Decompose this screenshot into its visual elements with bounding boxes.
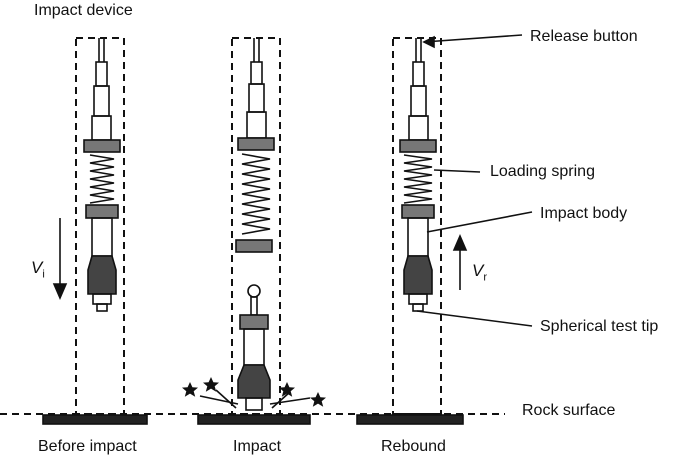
vi-arrow-head: [52, 283, 68, 301]
before-impact-label: Before impact: [38, 438, 137, 455]
impact-label: Impact: [233, 438, 282, 455]
vi-label: Vi: [31, 259, 45, 280]
leader-impact-body: [426, 211, 533, 233]
leader-spherical-tip: [416, 310, 533, 327]
spherical-test-tip-label: Spherical test tip: [540, 318, 659, 335]
rock-block-rebound: [356, 414, 464, 425]
star-1: [182, 382, 198, 397]
spark-stars: [182, 377, 326, 407]
housing-impact: [231, 37, 281, 415]
star-3: [279, 382, 295, 397]
leader-release-button: [423, 34, 523, 43]
housing-rebound: [392, 37, 442, 415]
device-impact: [199, 38, 311, 411]
star-4: [310, 392, 326, 407]
device-before: [83, 38, 121, 312]
vr-label: Vr: [472, 262, 487, 283]
loading-spring-label: Loading spring: [490, 163, 595, 180]
release-button-label: Release button: [530, 28, 638, 45]
rebound-label: Rebound: [381, 438, 446, 455]
housing-before: [75, 37, 125, 415]
vr-subscript: r: [483, 271, 488, 284]
leader-release-button-head: [422, 35, 435, 49]
impact-device-label: Impact device: [34, 2, 133, 19]
impact-body-label: Impact body: [540, 205, 628, 222]
rock-block-before: [42, 414, 148, 425]
vi-symbol: V: [31, 258, 43, 277]
vr-arrow-head: [452, 233, 468, 251]
rock-surface-label: Rock surface: [522, 402, 616, 419]
vi-subscript: i: [42, 268, 45, 281]
rock-block-impact: [197, 414, 311, 425]
vr-symbol: V: [472, 261, 484, 280]
star-2: [203, 377, 219, 392]
device-rebound: [399, 38, 437, 312]
leader-loading-spring: [433, 169, 481, 173]
